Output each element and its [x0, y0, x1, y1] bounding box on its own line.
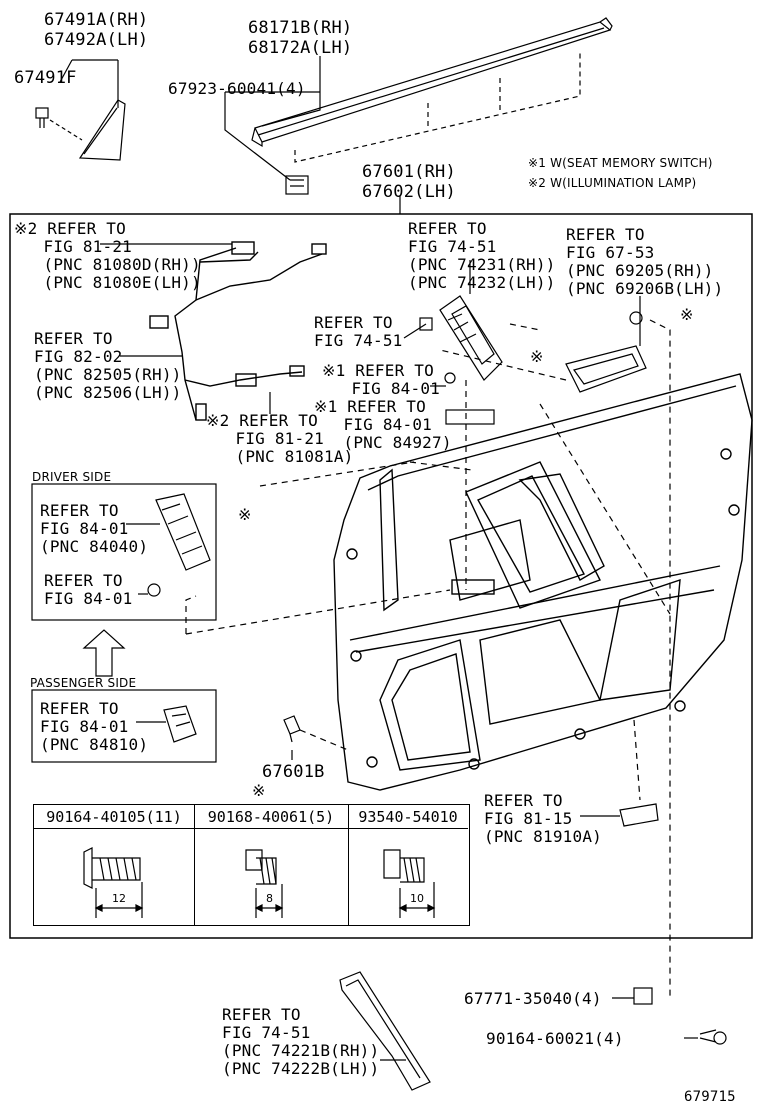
ref-74-51-c: REFER TO FIG 74-51 (PNC 74221B(RH)) (PNC…: [222, 1005, 380, 1078]
dim-1: 12: [112, 892, 126, 905]
kome-mark-2: ※: [680, 305, 694, 324]
part-67771: 67771-35040(4): [464, 989, 602, 1008]
part-67491: 67491A(RH) 67492A(LH): [44, 10, 149, 50]
ref-84-01-passenger: REFER TO FIG 84-01 (PNC 84810): [40, 699, 149, 754]
ref-81-15: REFER TO FIG 81-15 (PNC 81910A): [484, 791, 602, 846]
table-divider-2: [348, 805, 349, 925]
kome-mark-1: ※: [238, 505, 252, 524]
table-header-1: 90164-40105(11): [34, 805, 194, 829]
table-divider-1: [194, 805, 195, 925]
driver-side-box: [31, 483, 217, 621]
triangle-cover: [78, 99, 126, 161]
ref-81-21-b: ※2 REFER TO FIG 81-21 (PNC 81081A): [206, 411, 354, 466]
memory-switch: [445, 409, 495, 425]
ref-84-01-driver: REFER TO FIG 84-01 (PNC 84040): [40, 501, 149, 556]
passenger-switch: [163, 705, 197, 743]
ref-84-01-b: ※1 REFER TO FIG 84-01 (PNC 84927): [314, 397, 452, 452]
driver-switch: [147, 493, 211, 597]
dim-2: 8: [266, 892, 273, 905]
part-67601b: 67601B: [262, 762, 325, 782]
belt-molding: [251, 17, 613, 148]
leader-67923: [224, 92, 291, 181]
passenger-side-box: [31, 689, 217, 763]
part-67923: 67923-60041(4): [168, 79, 306, 98]
ref-74-51-b: REFER TO FIG 74-51: [314, 313, 403, 350]
ref-84-01-a: ※1 REFER TO FIG 84-01: [322, 361, 440, 398]
wire-harness: [149, 241, 327, 421]
molding-guides: [294, 52, 581, 163]
fastener-table: 90164-40105(11) 90168-40061(5) 93540-540…: [33, 804, 470, 926]
kome-mark-3: ※: [530, 347, 544, 366]
ref-84-01-driver-2: REFER TO FIG 84-01: [44, 571, 133, 608]
dashed-callouts: [185, 319, 671, 1000]
leader-68171: [261, 56, 321, 127]
dim-arrows: [94, 904, 436, 912]
door-trim-panel: [333, 373, 753, 791]
clip-67923-shape: [285, 175, 309, 195]
inside-handle: [565, 345, 647, 393]
screw-90164-60021: [699, 1029, 727, 1045]
note-1: ※1 W(SEAT MEMORY SWITCH): [528, 156, 713, 170]
courtesy-lamp: [619, 803, 659, 827]
note-2: ※2 W(ILLUMINATION LAMP): [528, 176, 697, 190]
switch-bezel: [439, 295, 503, 381]
clip-67491f: [35, 107, 49, 128]
table-header-2: 90168-40061(5): [194, 805, 348, 829]
ref-81-21-a: ※2 REFER TO FIG 81-21 (PNC 81080D(RH)) (…: [14, 219, 201, 292]
driver-side-label: DRIVER SIDE: [32, 470, 112, 484]
table-header-3: 93540-54010: [348, 805, 468, 829]
up-arrow: [82, 629, 126, 677]
part-90164-60021: 90164-60021(4): [486, 1029, 624, 1048]
part-67601: 67601(RH) 67602(LH): [362, 162, 456, 202]
passenger-side-label: PASSENGER SIDE: [30, 676, 137, 690]
figure-number: 679715: [684, 1089, 736, 1105]
ref-74-51-a: REFER TO FIG 74-51 (PNC 74231(RH)) (PNC …: [408, 219, 556, 292]
fastener-67601b: [283, 715, 301, 743]
part-68171: 68171B(RH) 68172A(LH): [248, 18, 353, 58]
screw-1: [83, 847, 143, 918]
part-67491f: 67491F: [14, 68, 77, 88]
ref-67-53: REFER TO FIG 67-53 (PNC 69205(RH)) (PNC …: [566, 225, 724, 298]
ref-82-02: REFER TO FIG 82-02 (PNC 82505(RH)) (PNC …: [34, 329, 182, 402]
pull-handle: [339, 971, 431, 1091]
clip-67771: [633, 987, 653, 1005]
table-mark: ※: [252, 781, 266, 800]
main-frame: [9, 213, 753, 939]
dim-3: 10: [410, 892, 424, 905]
